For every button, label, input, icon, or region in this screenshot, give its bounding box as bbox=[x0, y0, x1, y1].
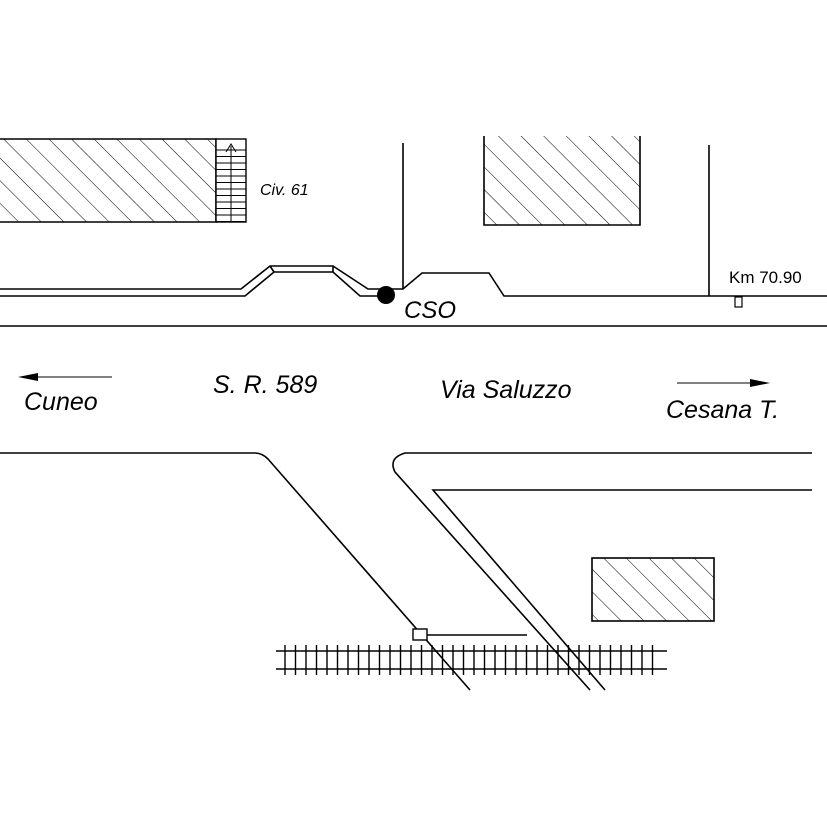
building-top-left bbox=[0, 138, 217, 223]
sidewalk-top bbox=[0, 265, 827, 297]
km-label: Km 70.90 bbox=[729, 268, 802, 287]
arrow-east-icon bbox=[677, 379, 770, 387]
road-name-label: Via Saluzzo bbox=[440, 376, 572, 404]
road-edge-south bbox=[0, 452, 812, 691]
east-direction-label: Cesana T. bbox=[666, 396, 779, 424]
building-bottom-right bbox=[591, 557, 715, 622]
km-marker bbox=[734, 296, 743, 308]
level-crossing-box bbox=[412, 628, 527, 641]
railway-track bbox=[276, 645, 667, 675]
arrow-west-icon bbox=[18, 373, 112, 381]
road-code-label: S. R. 589 bbox=[213, 371, 317, 399]
west-direction-label: Cuneo bbox=[24, 388, 98, 416]
stairs-civ-61 bbox=[215, 138, 247, 223]
cso-marker bbox=[377, 286, 395, 304]
civ-label: Civ. 61 bbox=[260, 182, 309, 199]
cso-label: CSO bbox=[404, 297, 456, 324]
building-top-center bbox=[483, 136, 641, 226]
